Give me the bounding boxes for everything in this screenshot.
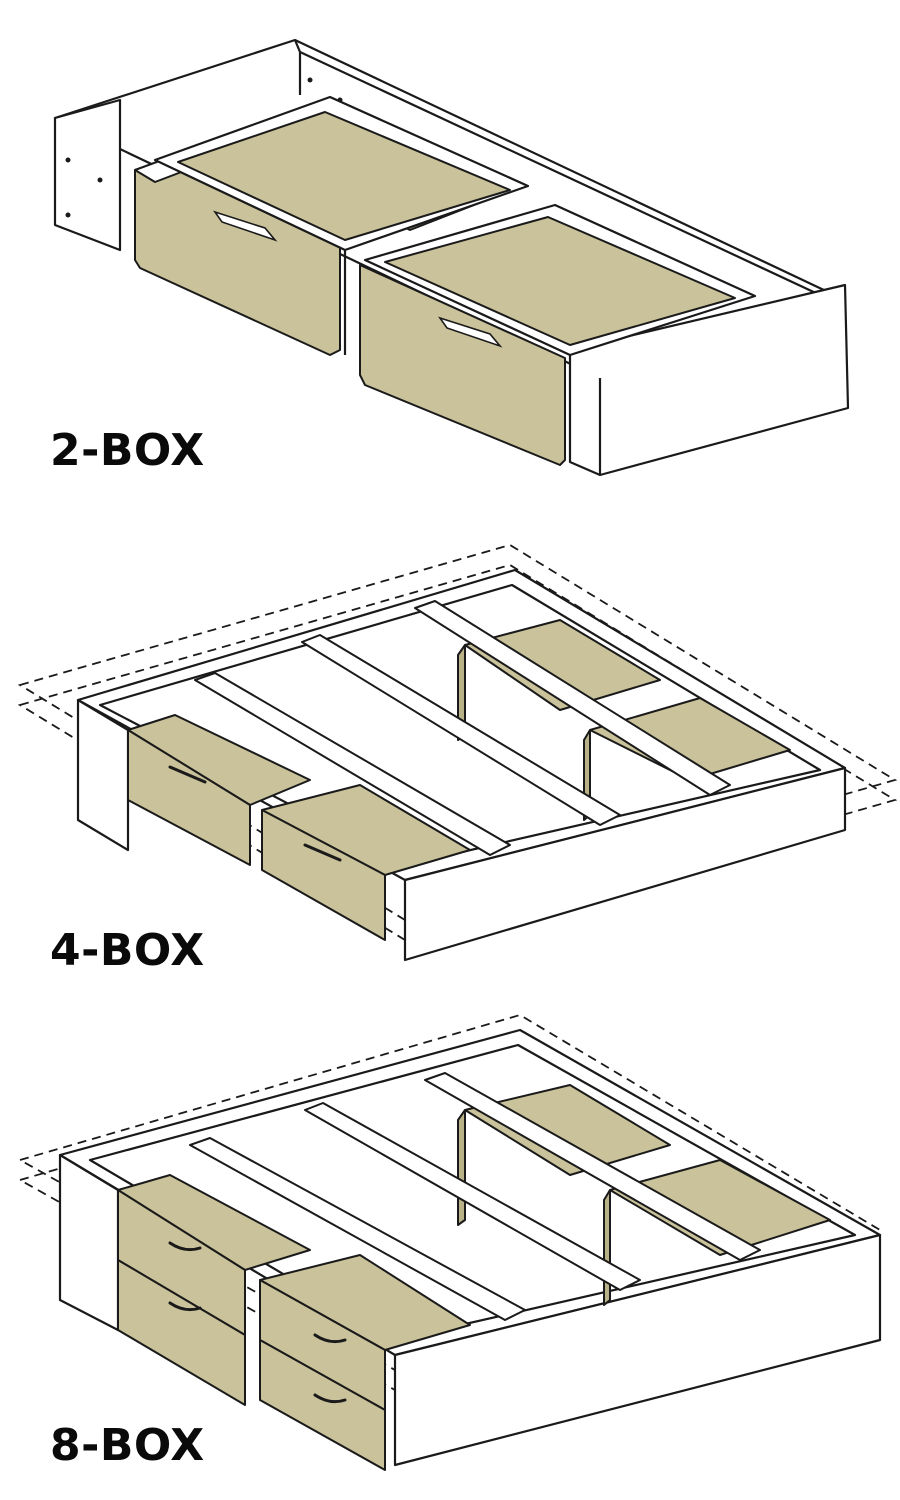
label-2-box: 2-BOX [50,425,205,476]
label-4-box: 4-BOX [50,925,205,976]
panel-2-box: 2-BOX [0,0,900,500]
eight-box-drawing [17,1014,883,1471]
label-8-box: 8-BOX [50,1420,205,1471]
panel-4-box: 4-BOX [0,530,900,1000]
two-box-drawing [53,38,850,477]
panel-8-box: 8-BOX [0,1010,900,1500]
four-box-drawing [17,544,898,962]
